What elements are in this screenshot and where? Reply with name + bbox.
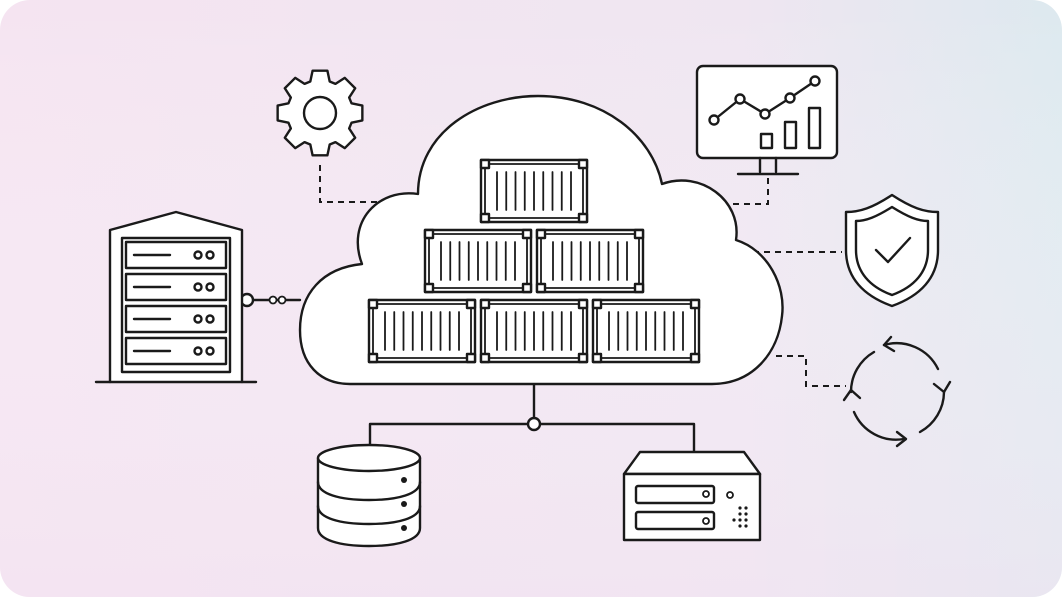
- container-corner: [689, 352, 701, 364]
- container-corner: [367, 352, 379, 364]
- bottom-junction: [526, 416, 542, 432]
- rack-led: [193, 250, 203, 260]
- chart-point: [734, 93, 746, 105]
- rack-slot: [124, 272, 228, 302]
- rack-led: [205, 250, 215, 260]
- shipping-container-icon: [479, 298, 589, 364]
- chart-point: [708, 114, 720, 126]
- shipping-container-icon: [423, 228, 533, 294]
- shield-outer: [844, 193, 940, 308]
- chart-bar: [783, 120, 798, 150]
- server-building-icon: [94, 210, 258, 384]
- rack-led: [193, 282, 203, 292]
- shipping-container-icon: [479, 158, 589, 224]
- database-led: [401, 501, 407, 507]
- container-corner: [591, 298, 603, 310]
- container-corner: [479, 212, 491, 224]
- chart-point: [784, 92, 796, 104]
- container-corner: [633, 228, 645, 240]
- rack-unit: [124, 240, 228, 270]
- refresh-connector: [776, 355, 846, 387]
- database-led: [401, 477, 407, 483]
- shipping-container-icon: [535, 228, 645, 294]
- database-tier: [316, 504, 422, 526]
- refresh-arrowhead: [842, 388, 862, 402]
- refresh-arrowhead: [882, 335, 896, 353]
- rack-led: [205, 282, 215, 292]
- refresh-arc: [852, 410, 906, 441]
- rack-slot: [124, 240, 228, 270]
- chart-bar: [807, 106, 822, 150]
- appliance-bay: [634, 510, 716, 531]
- container-corner: [689, 298, 701, 310]
- rack-slot: [124, 336, 228, 366]
- appliance-vent: [732, 506, 748, 528]
- container-corner: [577, 298, 589, 310]
- refresh-arc: [918, 390, 946, 434]
- server-port-2: [268, 295, 278, 305]
- container-corner: [521, 228, 533, 240]
- gear-connector: [319, 165, 378, 203]
- container-corner: [535, 228, 547, 240]
- refresh-cycle-icon: [842, 335, 952, 448]
- rack-unit: [124, 304, 228, 334]
- appliance-bay: [634, 484, 716, 505]
- container-corner: [521, 282, 533, 294]
- container-corner: [577, 212, 589, 224]
- rack-led: [205, 346, 215, 356]
- database-icon: [316, 443, 422, 548]
- container-corner: [577, 352, 589, 364]
- container-corner: [423, 228, 435, 240]
- database-led: [401, 525, 407, 531]
- refresh-arrowhead: [932, 380, 952, 394]
- monitor-stand: [736, 156, 800, 176]
- container-corner: [479, 158, 491, 170]
- container-corner: [577, 158, 589, 170]
- container-corner: [479, 352, 491, 364]
- refresh-arc: [882, 342, 940, 371]
- gear-hole: [302, 95, 338, 131]
- container-corner: [633, 282, 645, 294]
- rack-led: [205, 314, 215, 324]
- appliance-led: [702, 490, 710, 498]
- appliance-led: [702, 517, 710, 525]
- database-body: [316, 456, 422, 548]
- database-top: [316, 443, 422, 473]
- rack-led: [193, 346, 203, 356]
- container-corner: [465, 352, 477, 364]
- server-port-3: [277, 295, 287, 305]
- monitor-chart-icon: [695, 64, 839, 176]
- container-corner: [591, 352, 603, 364]
- container-corner: [423, 282, 435, 294]
- container-stack: [367, 158, 701, 364]
- container-corner: [465, 298, 477, 310]
- gear-outline: [276, 69, 364, 157]
- appliance-top: [622, 450, 762, 476]
- rack-unit: [124, 272, 228, 302]
- container-corner: [535, 282, 547, 294]
- server-rack: [120, 236, 232, 374]
- rack-unit: [124, 336, 228, 366]
- chart-point: [809, 75, 821, 87]
- chart-point: [759, 108, 771, 120]
- check-icon: [874, 236, 912, 264]
- shield-inner: [854, 205, 930, 297]
- refresh-arrowhead: [895, 430, 908, 448]
- rack-led: [193, 314, 203, 324]
- shield-check-icon: [844, 193, 940, 308]
- gear-icon: [276, 69, 364, 157]
- container-corner: [479, 298, 491, 310]
- container-corner: [367, 298, 379, 310]
- appliance-power: [726, 491, 734, 499]
- shipping-container-icon: [591, 298, 701, 364]
- refresh-arc: [849, 350, 876, 394]
- chart-bar: [759, 132, 774, 150]
- database-tier: [316, 480, 422, 502]
- shipping-container-icon: [367, 298, 477, 364]
- connector-lines: [239, 165, 846, 454]
- network-appliance-icon: [622, 450, 762, 542]
- rack-slot: [124, 304, 228, 334]
